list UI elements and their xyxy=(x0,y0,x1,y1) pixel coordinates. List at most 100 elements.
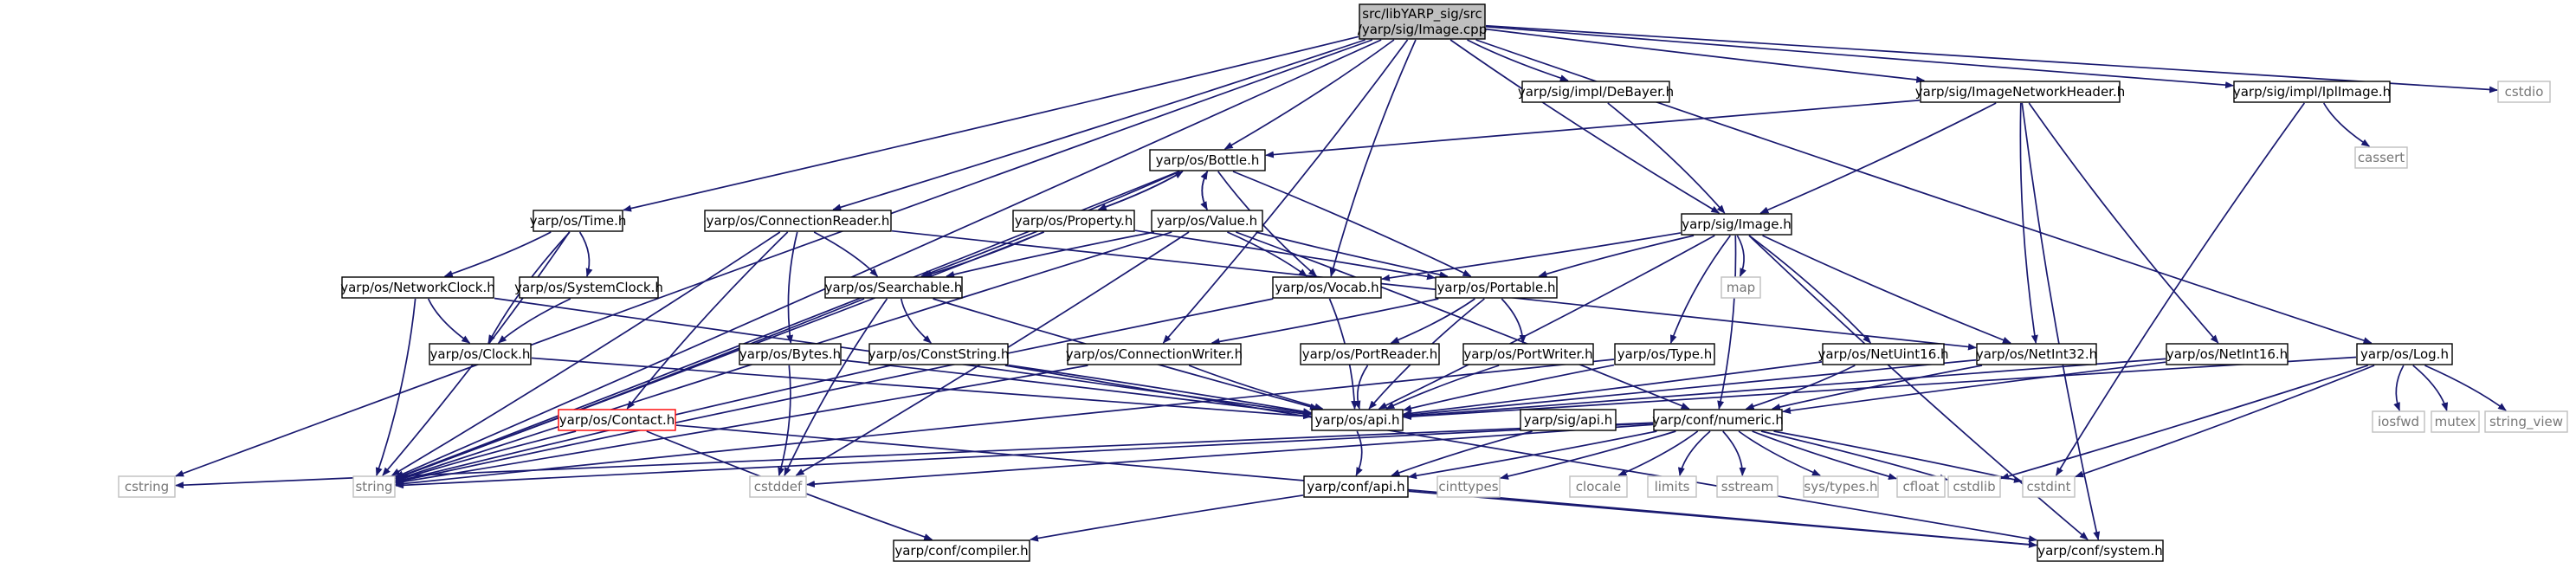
node-connreader[interactable]: yarp/os/ConnectionReader.h xyxy=(704,210,892,232)
node-systypes: sys/types.h xyxy=(1803,475,1879,498)
edge-numeric-to-systypes xyxy=(1738,430,1821,476)
node-bottle[interactable]: yarp/os/Bottle.h xyxy=(1149,149,1266,171)
node-numeric[interactable]: yarp/conf/numeric.h xyxy=(1652,409,1784,431)
edge-time-to-netclock xyxy=(443,231,552,277)
node-label: mutex xyxy=(2435,414,2476,430)
edge-log-to-cstdint xyxy=(2075,365,2375,478)
node-searchable[interactable]: yarp/os/Searchable.h xyxy=(824,276,963,299)
node-clock[interactable]: yarp/os/Clock.h xyxy=(429,343,532,365)
edge-image-to-portable xyxy=(1538,235,1695,278)
node-value[interactable]: yarp/os/Value.h xyxy=(1151,210,1263,232)
node-label: cfloat xyxy=(1903,479,1940,494)
node-label: yarp/os/Bytes.h xyxy=(739,346,841,362)
node-label: yarp/os/api.h xyxy=(1314,412,1399,428)
edge-numeric-to-cstring xyxy=(175,422,1654,489)
edge-root-to-cstring xyxy=(175,39,1373,477)
node-netint16[interactable]: yarp/os/NetInt16.h xyxy=(2166,343,2289,365)
node-sigapi[interactable]: yarp/sig/api.h xyxy=(1520,409,1617,431)
edge-imgnethdr-to-system xyxy=(2021,102,2101,540)
node-contact[interactable]: yarp/os/Contact.h xyxy=(558,409,676,431)
edge-portwriter-to-osapi xyxy=(1385,365,1500,410)
edge-numeric-to-confapi xyxy=(1408,430,1657,480)
node-sysclock[interactable]: yarp/os/SystemClock.h xyxy=(514,276,663,299)
node-box xyxy=(1149,149,1266,171)
edge-numeric-to-sstream xyxy=(1722,430,1746,476)
node-debayer[interactable]: yarp/sig/impl/DeBayer.h xyxy=(1518,81,1674,103)
node-box xyxy=(1803,475,1879,498)
node-label: yarp/os/NetUint16.h xyxy=(1817,346,1948,362)
edge-value-to-numeric xyxy=(1236,231,1690,410)
node-conststring[interactable]: yarp/os/ConstString.h xyxy=(868,343,1010,365)
edge-imgnethdr-to-netint32 xyxy=(2019,102,2038,344)
node-cstddef: cstddef xyxy=(749,475,807,498)
edge-bytes-to-cstddef xyxy=(778,365,791,476)
node-string: string xyxy=(352,475,396,498)
edge-root-to-time xyxy=(623,36,1359,212)
node-label: yarp/sig/ImageNetworkHeader.h xyxy=(1915,84,2126,100)
node-label: yarp/os/Log.h xyxy=(2360,346,2449,362)
node-image[interactable]: yarp/sig/Image.h xyxy=(1681,213,1792,236)
node-box xyxy=(118,475,176,498)
edge-image-to-numeric xyxy=(1717,235,1737,410)
edge-confapi-to-system xyxy=(1408,490,2037,548)
edge-property-to-bottle xyxy=(1098,171,1184,210)
node-box xyxy=(739,343,842,365)
node-label: sys/types.h xyxy=(1804,479,1877,494)
edge-log-to-string_view xyxy=(2424,365,2507,411)
node-portable[interactable]: yarp/os/Portable.h xyxy=(1435,276,1558,299)
node-connwriter[interactable]: yarp/os/ConnectionWriter.h xyxy=(1066,343,1243,365)
node-cstdio: cstdio xyxy=(2497,81,2551,103)
node-cstdlib: cstdlib xyxy=(1947,475,2001,498)
node-log[interactable]: yarp/os/Log.h xyxy=(2356,343,2453,365)
node-netuint16[interactable]: yarp/os/NetUint16.h xyxy=(1817,343,1949,365)
node-box xyxy=(1272,276,1382,299)
node-box xyxy=(1647,475,1697,498)
node-box xyxy=(893,539,1030,562)
node-property[interactable]: yarp/os/Property.h xyxy=(1012,210,1135,232)
edge-root-to-vocab xyxy=(1329,39,1417,277)
edge-portable-to-connwriter xyxy=(1211,298,1439,346)
edge-numeric-to-cfloat xyxy=(1752,430,1897,481)
edge-connwriter-to-osapi xyxy=(1188,365,1324,410)
node-type[interactable]: yarp/os/Type.h xyxy=(1614,343,1715,365)
edge-numeric-to-string xyxy=(395,422,1654,489)
node-label: yarp/sig/impl/IplImage.h xyxy=(2233,84,2391,100)
node-box xyxy=(429,343,532,365)
edge-clock-to-osapi xyxy=(531,357,1312,420)
node-label: cinttypes xyxy=(1438,479,1498,494)
node-confapi[interactable]: yarp/conf/api.h xyxy=(1303,475,1409,498)
node-vocab[interactable]: yarp/os/Vocab.h xyxy=(1272,276,1382,299)
edge-root-to-connreader xyxy=(832,39,1365,211)
node-osapi[interactable]: yarp/os/api.h xyxy=(1311,409,1404,431)
edge-imgnethdr-to-image xyxy=(1759,102,1997,214)
node-box xyxy=(1436,475,1501,498)
edge-property-to-portable xyxy=(1134,229,1436,281)
node-label: yarp/os/PortReader.h xyxy=(1302,346,1438,362)
node-bytes[interactable]: yarp/os/Bytes.h xyxy=(739,343,842,365)
node-time[interactable]: yarp/os/Time.h xyxy=(530,210,627,232)
node-label: yarp/os/Searchable.h xyxy=(825,280,963,295)
edge-log-to-mutex xyxy=(2412,365,2449,411)
edge-portreader-to-osapi xyxy=(1353,365,1369,410)
node-compiler[interactable]: yarp/conf/compiler.h xyxy=(893,539,1030,562)
node-label: yarp/os/NetworkClock.h xyxy=(340,280,495,295)
node-iplimage[interactable]: yarp/sig/impl/IplImage.h xyxy=(2233,81,2391,103)
node-system[interactable]: yarp/conf/system.h xyxy=(2037,539,2164,562)
node-root[interactable]: src/libYARP_sig/src/yarp/sig/Image.cpp xyxy=(1358,3,1487,40)
node-imgnethdr[interactable]: yarp/sig/ImageNetworkHeader.h xyxy=(1915,81,2126,103)
node-portwriter[interactable]: yarp/os/PortWriter.h xyxy=(1462,343,1594,365)
node-label: cstdint xyxy=(2026,479,2070,494)
node-label: yarp/os/Vocab.h xyxy=(1275,280,1378,295)
node-netint32[interactable]: yarp/os/NetInt32.h xyxy=(1976,343,2097,365)
node-box xyxy=(2022,475,2076,498)
edge-image-to-osapi xyxy=(1378,235,1715,410)
node-box xyxy=(519,276,659,299)
node-netclock[interactable]: yarp/os/NetworkClock.h xyxy=(340,276,495,299)
node-mutex: mutex xyxy=(2431,410,2480,433)
edge-image-to-map xyxy=(1736,235,1746,277)
node-box xyxy=(1947,475,2001,498)
node-portreader[interactable]: yarp/os/PortReader.h xyxy=(1300,343,1440,365)
edge-netint32-to-osapi xyxy=(1403,359,1977,418)
edge-log-to-osapi xyxy=(1403,356,2357,421)
node-label: yarp/os/ConnectionReader.h xyxy=(707,213,890,229)
